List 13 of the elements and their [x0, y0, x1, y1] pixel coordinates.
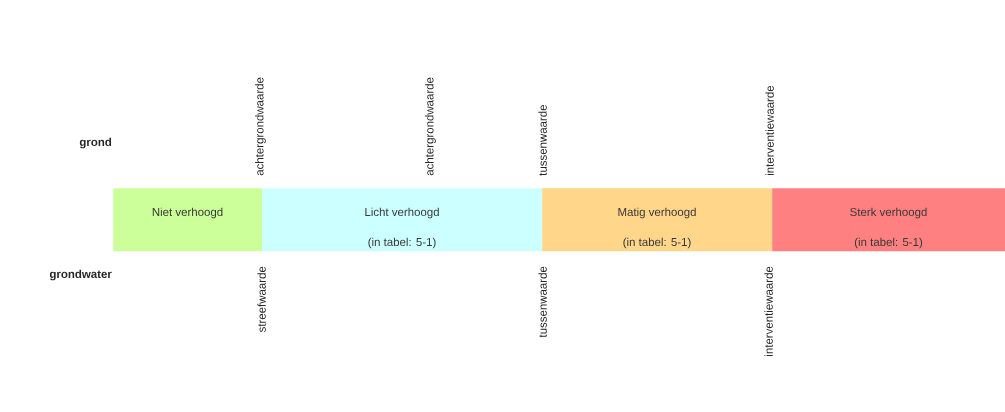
row-label: grondwater [49, 269, 112, 281]
rotated-label: streefwaarde [257, 266, 266, 333]
band-segment: Matig verhoogd (in tabel: 5-1) [542, 188, 773, 252]
band-segment: Licht verhoogd (in tabel: 5-1) [262, 188, 543, 252]
rotated-label: tussenwaarde [538, 266, 547, 338]
band-segment: Sterk verhoogd (in tabel: 5-1) [772, 188, 1005, 252]
rotated-label: achtergrondwaarde [425, 77, 436, 176]
rotated-label: interventiewaarde [765, 85, 774, 176]
rotated-label: interventiewaarde [764, 266, 773, 356]
band-segment: Niet verhoogd [113, 188, 263, 252]
row-label: grond [79, 137, 112, 149]
rotated-label: achtergrondwaarde [255, 77, 266, 176]
rotated-label: tussenwaarde [538, 105, 547, 176]
